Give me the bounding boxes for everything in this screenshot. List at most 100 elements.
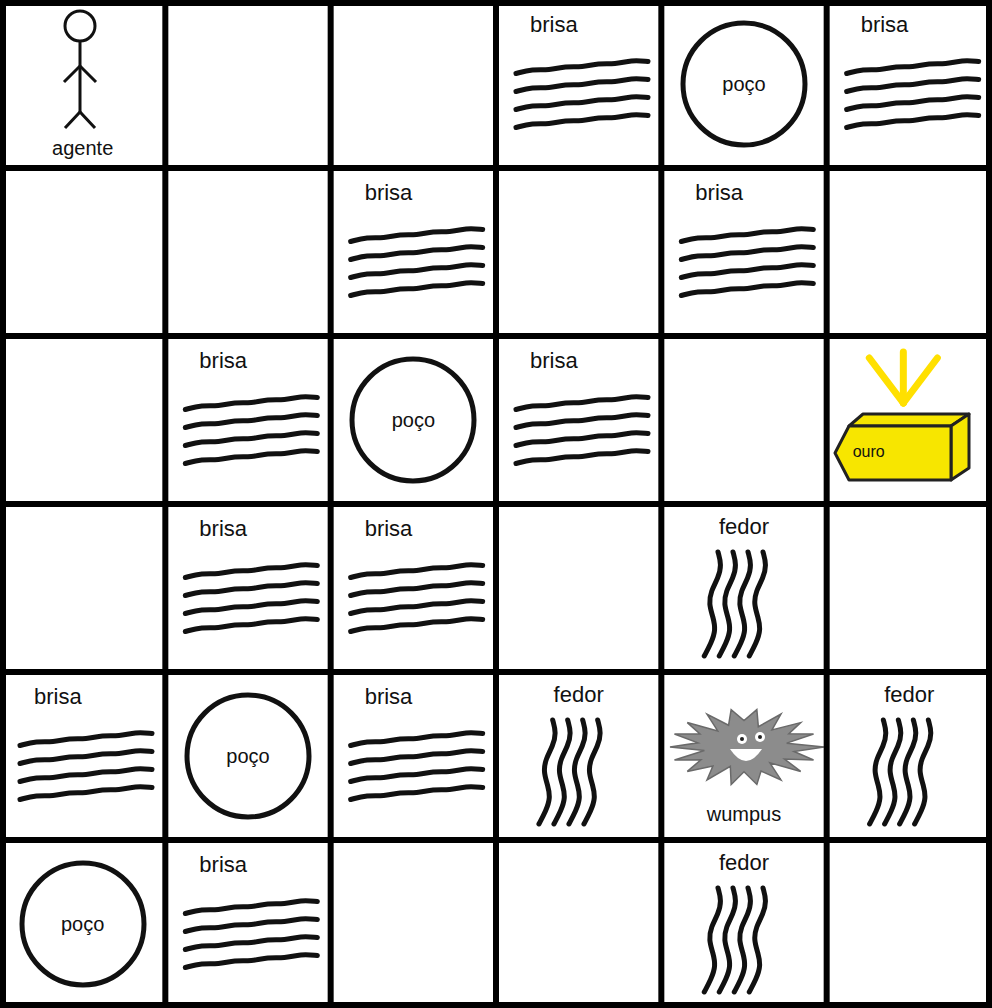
breeze-illustration [351, 565, 483, 632]
breeze-label: brisa [530, 12, 578, 37]
breeze-wave [516, 397, 648, 410]
breeze-wave [516, 451, 648, 464]
breeze-label: brisa [34, 684, 82, 709]
breeze-illustration [516, 61, 648, 128]
breeze-wave [516, 433, 648, 446]
wumpus-eye [737, 734, 747, 744]
agent-head [65, 11, 95, 41]
breeze-wave [351, 565, 483, 578]
stench-wave [569, 720, 585, 824]
breeze-illustration [185, 901, 317, 968]
breeze-illustration [847, 61, 979, 128]
stench-cell: fedor [665, 844, 822, 1004]
breeze-wave [847, 97, 979, 110]
breeze-wave [351, 619, 483, 632]
breeze-cell: brisa [335, 508, 492, 668]
breeze-wave [681, 265, 813, 278]
breeze-illustration [681, 229, 813, 296]
agent-cell: agente [4, 4, 161, 164]
breeze-wave [351, 283, 483, 296]
breeze-wave [20, 787, 152, 800]
agent-limb [79, 41, 82, 112]
pit-label: poço [61, 913, 104, 936]
breeze-label: brisa [695, 180, 743, 205]
wumpus-eye [755, 732, 765, 742]
pit-label: poço [392, 409, 435, 432]
breeze-wave [351, 733, 483, 746]
breeze-wave [185, 415, 317, 428]
pit-ring [683, 23, 805, 145]
stench-wave [704, 552, 720, 656]
pit-circle: poço [19, 860, 147, 988]
breeze-wave [351, 769, 483, 782]
stench-wave [704, 888, 720, 992]
grid-line [0, 669, 992, 675]
breeze-wave [351, 751, 483, 764]
pit-label: poço [226, 745, 269, 768]
breeze-cell: brisa [500, 340, 657, 500]
breeze-wave [185, 451, 317, 464]
breeze-wave [351, 247, 483, 260]
breeze-wave [351, 601, 483, 614]
breeze-illustration [351, 733, 483, 800]
pit-ring [352, 359, 474, 481]
gold-glint [869, 358, 903, 403]
gold-glint [903, 358, 937, 403]
pit-circle: poço [349, 356, 477, 484]
stench-wave [734, 552, 750, 656]
stench-label: fedor [719, 850, 769, 875]
breeze-illustration [20, 733, 152, 800]
stench-illustration [704, 552, 765, 656]
breeze-wave [351, 583, 483, 596]
wumpus-pupil [758, 735, 762, 739]
stench-illustration [870, 720, 931, 824]
breeze-cell: brisa [665, 172, 822, 332]
breeze-wave [185, 955, 317, 968]
stench-label: fedor [884, 682, 934, 707]
stench-cell: fedor [665, 508, 822, 668]
breeze-label: brisa [365, 180, 413, 205]
breeze-wave [20, 751, 152, 764]
gold-face [951, 414, 969, 480]
breeze-wave [516, 115, 648, 128]
breeze-wave [516, 79, 648, 92]
stench-cell: fedor [500, 676, 657, 836]
breeze-wave [351, 787, 483, 800]
breeze-wave [20, 769, 152, 782]
grid-line [986, 0, 992, 1008]
stench-illustration [539, 720, 600, 824]
wumpus-mouth [730, 749, 762, 761]
pit-ring [22, 863, 144, 985]
breeze-illustration [516, 397, 648, 464]
breeze-wave [185, 397, 317, 410]
stench-cell: fedor [831, 676, 988, 836]
breeze-wave [351, 229, 483, 242]
breeze-cell: brisa [169, 844, 326, 1004]
breeze-wave [185, 619, 317, 632]
breeze-wave [185, 601, 317, 614]
stench-illustration [704, 888, 765, 992]
pit-ring [187, 695, 309, 817]
breeze-wave [185, 919, 317, 932]
agent-limb [65, 112, 95, 128]
agent-label: agente [52, 137, 113, 160]
breeze-wave [516, 415, 648, 428]
breeze-label: brisa [365, 684, 413, 709]
breeze-wave [185, 565, 317, 578]
stench-wave [719, 552, 735, 656]
breeze-illustration [351, 229, 483, 296]
breeze-wave [185, 901, 317, 914]
breeze-wave [681, 229, 813, 242]
breeze-wave [351, 265, 483, 278]
stench-wave [584, 720, 600, 824]
breeze-cell: brisa [831, 4, 988, 164]
stench-wave [734, 888, 750, 992]
stench-wave [885, 720, 901, 824]
breeze-wave [847, 61, 979, 74]
wumpus-pupil [740, 737, 744, 741]
stench-wave [749, 552, 765, 656]
grid-line [0, 1002, 992, 1008]
stench-wave [539, 720, 555, 824]
